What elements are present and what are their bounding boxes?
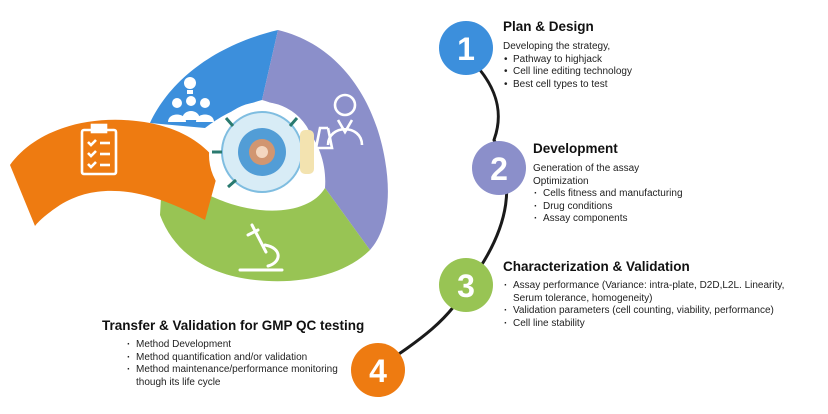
step-4-number: 4: [369, 353, 387, 389]
step-4-body: Method Development Method quantification…: [126, 339, 351, 389]
step-3-circle: [439, 258, 493, 312]
step-1-circle: [439, 21, 493, 75]
step-4-bullet: Method quantification and/or validation: [126, 352, 351, 365]
step-4-circle: [351, 343, 405, 397]
step-4-bullet: Method Development: [126, 339, 351, 352]
cycle-segment-purple: [262, 30, 388, 250]
step-1-intro: Developing the strategy,: [503, 41, 611, 52]
step-1-bullet: Cell line editing technology: [503, 66, 632, 79]
step-2-number: 2: [490, 151, 508, 187]
step-4-bullet: Method maintenance/performance monitorin…: [126, 364, 351, 389]
step-2-bullet: Drug conditions: [533, 201, 683, 214]
step-2-intro-2: Optimization: [533, 175, 589, 187]
step-1-number: 1: [457, 31, 475, 67]
microscope-icon: [238, 223, 284, 272]
step-4-title: Transfer & Validation for GMP QC testing: [102, 318, 365, 333]
step-2-bullet: Assay components: [533, 213, 683, 226]
scientist-icon: [314, 93, 364, 150]
step-2-circle: [472, 141, 526, 195]
step-2-intro: Generation of the assay: [533, 163, 640, 174]
team-idea-icon: [168, 77, 214, 122]
step-2-body: Generation of the assay Optimization Cel…: [533, 163, 683, 226]
step-1-title: Plan & Design: [503, 19, 594, 34]
step-3-number: 3: [457, 268, 475, 304]
cycle-segment-blue: [150, 30, 278, 128]
step-3-body: Assay performance (Variance: intra-plate…: [503, 280, 803, 330]
step-1-bullet: Pathway to highjack: [503, 54, 632, 67]
cycle-segment-green: [160, 180, 370, 282]
step-3-bullet: Cell line stability: [503, 318, 803, 331]
step-3-bullet: Validation parameters (cell counting, vi…: [503, 305, 803, 318]
timeline-curve: [377, 69, 509, 370]
step-1-body: Developing the strategy, Pathway to high…: [503, 41, 632, 91]
clipboard-checklist-icon: [80, 123, 118, 176]
step-3-title: Characterization & Validation: [503, 259, 690, 274]
step-3-bullet: Assay performance (Variance: intra-plate…: [503, 280, 803, 305]
step-2-bullet: Cells fitness and manufacturing: [533, 188, 683, 201]
step-2-title: Development: [533, 141, 618, 156]
step-1-bullet: Best cell types to test: [503, 79, 632, 92]
